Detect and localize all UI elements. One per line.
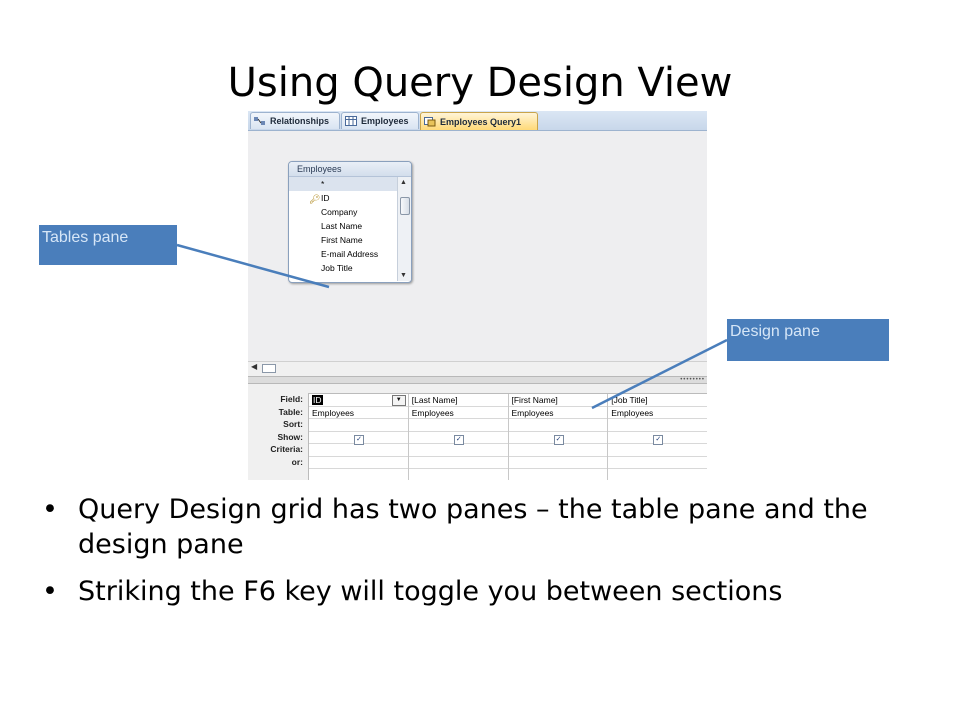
scroll-up-icon[interactable]: ▲ [400, 179, 407, 186]
criteria-cell[interactable] [309, 444, 408, 457]
scroll-thumb[interactable] [262, 364, 276, 373]
bullet-text: Striking the F6 key will toggle you betw… [78, 576, 783, 607]
field-label: E-mail Address [321, 249, 379, 259]
field-item[interactable]: 🔑︎ID [289, 191, 397, 205]
sort-cell[interactable] [309, 419, 408, 432]
field-value: [Last Name] [411, 395, 458, 405]
bullet-text: Query Design grid has two panes – the ta… [78, 494, 868, 560]
criteria-cell[interactable] [608, 444, 707, 457]
field-value: [Job Title] [611, 395, 648, 405]
employees-field-list[interactable]: Employees * 🔑︎ID Company Last Name First… [288, 161, 412, 283]
show-cell: ✓ [508, 432, 608, 445]
slide-title: Using Query Design View [227, 60, 733, 106]
show-cell: ✓ [309, 432, 408, 445]
sort-cell[interactable] [408, 419, 508, 432]
show-checkbox[interactable]: ✓ [553, 434, 564, 445]
dropdown-arrow-icon[interactable]: ▼ [391, 395, 406, 406]
field-label: First Name [321, 235, 363, 245]
scroll-thumb[interactable] [400, 197, 410, 215]
field-list-scrollbar[interactable]: ▲ ▼ [397, 177, 411, 281]
document-tab-bar: Relationships Employees Employees Query1 [248, 111, 707, 131]
primary-key-icon: 🔑︎ [309, 194, 321, 204]
field-value: [First Name] [511, 395, 558, 405]
field-item[interactable]: Last Name [289, 219, 397, 233]
row-label-or: or: [291, 456, 303, 467]
row-label-show: Show: [277, 431, 304, 442]
sort-cell[interactable] [608, 419, 707, 432]
grid-column: [Last Name] Employees ✓ [408, 394, 509, 480]
criteria-cell[interactable] [508, 444, 608, 457]
access-query-design-screenshot: Relationships Employees Employees Query1… [248, 111, 707, 480]
field-list: * 🔑︎ID Company Last Name First Name E-ma… [289, 177, 397, 275]
row-label-criteria: Criteria: [270, 444, 303, 454]
or-cell[interactable] [508, 457, 608, 469]
query-icon [424, 116, 436, 127]
grid-column: [Job Title] Employees ✓ [608, 394, 707, 480]
table-value: Employees [312, 407, 355, 418]
row-label-table: Table: [278, 406, 303, 417]
field-label: ID [321, 193, 330, 203]
field-cell[interactable]: [First Name] [508, 394, 608, 407]
pane-splitter[interactable]: •••••••• [248, 376, 707, 384]
splitter-grip-icon: •••••••• [680, 377, 705, 383]
field-label: Job Title [321, 263, 353, 273]
field-item[interactable]: E-mail Address [289, 247, 397, 261]
scroll-left-icon[interactable]: ◀ [251, 362, 258, 371]
show-cell: ✓ [608, 432, 707, 445]
design-pane-callout: Design pane [727, 319, 889, 361]
table-cell[interactable]: Employees [608, 407, 707, 419]
field-label: Last Name [321, 221, 363, 231]
table-cell[interactable]: Employees [508, 407, 608, 419]
or-cell[interactable] [309, 457, 408, 469]
show-checkbox[interactable]: ✓ [653, 434, 664, 445]
field-cell[interactable]: [Last Name] [408, 394, 508, 407]
grid-column: ID ▼ Employees ✓ [309, 394, 409, 480]
bullet-dot-icon: • [42, 494, 58, 525]
or-cell[interactable] [608, 457, 707, 469]
tab-employees-query1[interactable]: Employees Query1 [420, 112, 538, 130]
tables-pane[interactable]: Employees * 🔑︎ID Company Last Name First… [248, 131, 707, 371]
field-list-title[interactable]: Employees [289, 162, 411, 177]
table-cell[interactable]: Employees [408, 407, 508, 419]
row-label-field: Field: [280, 394, 303, 404]
tab-employees[interactable]: Employees [341, 112, 419, 129]
field-label: * [321, 179, 325, 189]
bullet-list: • Query Design grid has two panes – the t… [40, 492, 920, 621]
design-pane[interactable]: Field: Table: Sort: Show: Criteria: or: … [248, 387, 707, 480]
relationships-icon [254, 116, 266, 126]
grid-column: [First Name] Employees ✓ [508, 394, 609, 480]
field-item[interactable]: Company [289, 205, 397, 219]
table-icon [345, 116, 357, 126]
sort-cell[interactable] [508, 419, 608, 432]
row-label-sort: Sort: [283, 419, 303, 429]
field-item[interactable]: First Name [289, 233, 397, 247]
table-value: Employees [411, 407, 454, 418]
scroll-down-icon[interactable]: ▼ [400, 272, 407, 279]
bullet-dot-icon: • [42, 576, 58, 607]
tab-relationships[interactable]: Relationships [250, 112, 340, 129]
tables-pane-horizontal-scrollbar[interactable]: ◀ [248, 361, 707, 374]
bullet-item: • Striking the F6 key will toggle you bet… [40, 574, 920, 609]
show-cell: ✓ [408, 432, 508, 445]
field-cell[interactable]: ID ▼ [309, 394, 408, 407]
grid-row-labels: Field: Table: Sort: Show: Criteria: or: [248, 393, 306, 468]
field-value: ID [312, 395, 323, 405]
tab-label: Employees [361, 116, 409, 126]
tab-label: Relationships [270, 116, 330, 126]
tab-label: Employees Query1 [440, 116, 522, 127]
or-cell[interactable] [408, 457, 508, 469]
field-label: Company [321, 207, 358, 217]
table-cell[interactable]: Employees [309, 407, 408, 419]
table-value: Employees [611, 407, 654, 418]
tables-pane-callout: Tables pane [39, 225, 177, 265]
field-item[interactable]: * [289, 177, 397, 191]
bullet-item: • Query Design grid has two panes – the t… [40, 492, 920, 562]
field-cell[interactable]: [Job Title] [608, 394, 707, 407]
design-grid: ID▼ Employees ✓ [Last Name] Employees ✓ … [308, 393, 707, 480]
table-value: Employees [511, 407, 554, 418]
show-checkbox[interactable]: ✓ [354, 434, 364, 445]
field-item[interactable]: Job Title [289, 261, 397, 275]
show-checkbox[interactable]: ✓ [453, 434, 464, 445]
criteria-cell[interactable] [408, 444, 508, 457]
